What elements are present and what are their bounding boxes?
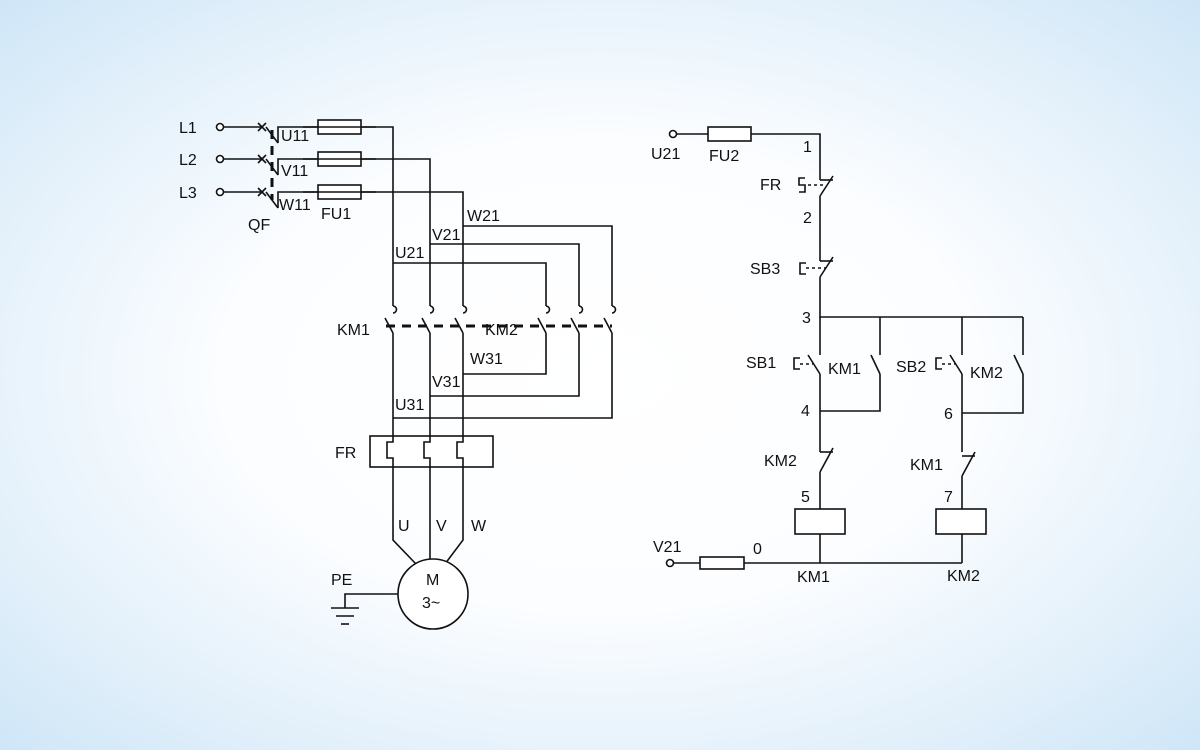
label-fu2: FU2 xyxy=(709,148,739,165)
control-circuit: U21 FU2 1 FR 2 SB3 3 SB1 KM1 SB2 KM2 4 6… xyxy=(651,126,1024,586)
label-km1-hold: KM1 xyxy=(828,361,861,378)
label-sb1: SB1 xyxy=(746,355,776,372)
supply-lines xyxy=(215,122,262,197)
label-sb2: SB2 xyxy=(896,359,926,376)
label-node-6: 6 xyxy=(944,406,953,423)
label-node-3: 3 xyxy=(802,310,811,327)
km1-interlock-contact xyxy=(961,451,976,477)
label-u11: U11 xyxy=(281,128,309,145)
sb1-start-button xyxy=(793,354,821,375)
label-node-1: 1 xyxy=(803,139,812,156)
phase-buses xyxy=(361,126,464,306)
km1-output-wires xyxy=(392,333,464,440)
km2-interlock-contact xyxy=(819,447,834,473)
breaker-qf xyxy=(257,122,279,209)
km1-main-contacts xyxy=(384,305,468,334)
earth-pe xyxy=(331,593,398,625)
label-v11: V11 xyxy=(281,163,308,180)
label-u: U xyxy=(398,518,410,535)
label-w11: W11 xyxy=(279,197,311,214)
label-l1: L1 xyxy=(179,120,197,137)
km1-hold-contact xyxy=(820,354,881,412)
label-km1-interlock: KM1 xyxy=(910,457,943,474)
label-w21: W21 xyxy=(467,208,500,225)
label-node-2: 2 xyxy=(803,210,812,227)
label-node-5: 5 xyxy=(801,489,810,506)
sb2-start-button xyxy=(935,354,963,375)
label-qf: QF xyxy=(248,217,270,234)
label-km1: KM1 xyxy=(337,322,370,339)
label-v31: V31 xyxy=(432,374,461,391)
label-km2-hold: KM2 xyxy=(970,365,1003,382)
bottom-supply xyxy=(665,556,962,570)
label-km2-interlock: KM2 xyxy=(764,453,797,470)
label-km2: KM2 xyxy=(485,322,518,339)
label-l2: L2 xyxy=(179,152,197,169)
label-u21-ctrl: U21 xyxy=(651,146,680,163)
label-fr: FR xyxy=(335,445,356,462)
km2-feed-wires xyxy=(393,225,613,306)
km2-hold-contact xyxy=(962,354,1024,414)
label-l3: L3 xyxy=(179,185,197,202)
thermal-relay-fr xyxy=(369,435,494,468)
label-pe: PE xyxy=(331,572,352,589)
label-node-4: 4 xyxy=(801,403,810,420)
label-node-7: 7 xyxy=(944,489,953,506)
label-v21: V21 xyxy=(432,227,461,244)
power-circuit: L1 L2 L3 U11 V11 W11 QF FU1 W21 V21 U21 … xyxy=(179,119,617,630)
label-v: V xyxy=(436,518,447,535)
label-fu1: FU1 xyxy=(321,206,351,223)
label-km1-coil: KM1 xyxy=(797,569,830,586)
label-w: W xyxy=(471,518,487,535)
motor-feed-wires xyxy=(392,467,464,565)
label-km2-coil: KM2 xyxy=(947,568,980,585)
fuse-fu2 xyxy=(707,126,752,142)
sb3-stop-button xyxy=(799,256,834,278)
km1-coil xyxy=(794,508,846,535)
label-sb3: SB3 xyxy=(750,261,780,278)
km2-coil xyxy=(935,508,987,535)
label-v21-ctrl: V21 xyxy=(653,539,682,556)
km2-output-wires xyxy=(393,333,613,419)
label-u31: U31 xyxy=(395,397,424,414)
label-motor: M xyxy=(426,572,439,589)
motor xyxy=(397,558,469,630)
km2-main-contacts xyxy=(537,305,617,334)
label-motor-sub: 3~ xyxy=(422,595,440,612)
label-u21: U21 xyxy=(395,245,424,262)
label-node-0: 0 xyxy=(753,541,762,558)
top-supply xyxy=(668,126,821,180)
fr-contact xyxy=(798,175,834,197)
label-fr-ctrl: FR xyxy=(760,177,781,194)
label-w31: W31 xyxy=(470,351,503,368)
